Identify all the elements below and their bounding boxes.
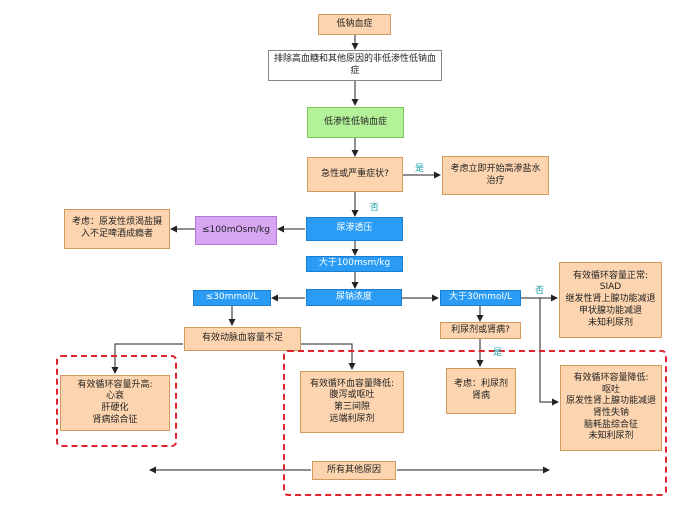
volume-high-item: 肝硬化 [101, 403, 129, 413]
node-urine-na: 尿钠浓度 [306, 289, 402, 306]
volume-low-b-item: 脑耗盐综合征 [583, 419, 638, 430]
volume-low-a-item: 远端利尿剂 [329, 413, 375, 424]
node-consider-diuretic: 考虑：利尿剂肾病 [446, 368, 516, 414]
node-le30-label: ≤30mmol/L [205, 292, 259, 303]
node-exclude-label: 排除高血糖和其他原因的非低渗性低钠血症 [273, 53, 436, 76]
dashed-group-high [56, 355, 177, 447]
volume-low-a-item: 腹泻或呕吐 [329, 390, 375, 401]
node-all-others-label: 所有其他原因 [326, 464, 381, 475]
node-urine-na-label: 尿钠浓度 [335, 291, 372, 302]
node-ineffective-volume-label: 有效动脉血容量不足 [201, 333, 283, 344]
volume-low-a-title: 有效循环血容量降低: [309, 378, 395, 389]
volume-low-b-item: 肾性失钠 [592, 408, 629, 418]
node-hypertonic-therapy: 考虑立即开始高渗盐水治疗 [442, 156, 549, 195]
volume-normal-item: SIAD [599, 282, 622, 293]
node-urine-osm: 尿渗透压 [306, 217, 403, 241]
node-volume-low-a: 有效循环血容量降低: 腹泻或呕吐 第三间隙 远端利尿剂 [300, 371, 404, 433]
node-primary-polydipsia-label: 考虑：原发性烦渴盐摄入不足啤酒成瘾者 [71, 217, 162, 239]
edge-label-no: 否 [535, 286, 545, 296]
node-all-others: 所有其他原因 [312, 461, 396, 480]
volume-normal-item: 继发性肾上腺功能减退 [565, 294, 656, 305]
edge-label-yes: 是 [493, 348, 503, 358]
node-primary-polydipsia: 考虑：原发性烦渴盐摄入不足啤酒成瘾者 [64, 209, 170, 249]
node-ineffective-volume: 有效动脉血容量不足 [184, 327, 301, 351]
node-gt100: 大于100msm/kg [306, 256, 403, 272]
node-diuretic-question-label: 利尿剂或肾病? [451, 324, 510, 335]
node-consider-diuretic-label: 考虑：利尿剂肾病 [453, 379, 508, 401]
volume-low-b-item: 未知利尿剂 [588, 431, 634, 442]
node-gt30-label: 大于30mmol/L [448, 292, 513, 303]
node-acute-question: 急性或严重症状? [307, 157, 403, 192]
node-exclude: 排除高血糖和其他原因的非低渗性低钠血症 [268, 50, 442, 81]
volume-high-title: 有效循环容量升高: [77, 379, 153, 390]
node-hyponatremia: 低钠血症 [318, 14, 391, 35]
node-gt100-label: 大于100msm/kg [318, 258, 391, 269]
node-le100-label: ≤100mOsm/kg [202, 224, 270, 235]
node-gt30: 大于30mmol/L [440, 290, 521, 306]
volume-normal-title: 有效循环容量正常: [572, 270, 649, 281]
node-urine-osm-label: 尿渗透压 [336, 223, 373, 234]
node-volume-normal: 有效循环容量正常: SIAD 继发性肾上腺功能减退 甲状腺功能减退 未知利尿剂 [559, 262, 662, 338]
node-diuretic-question: 利尿剂或肾病? [440, 322, 521, 339]
volume-normal-item: 未知利尿剂 [587, 317, 633, 328]
node-hyponatremia-label: 低钠血症 [336, 18, 373, 29]
node-le30: ≤30mmol/L [193, 290, 271, 306]
edge-label-no: 否 [370, 203, 380, 213]
node-volume-high: 有效循环容量升高: 心衰 肝硬化 肾病综合征 [60, 375, 170, 431]
edge-label-yes: 是 [415, 164, 425, 174]
volume-low-b-item: 原发性肾上腺功能减退 [565, 396, 656, 407]
volume-low-a-item: 第三间隙 [333, 402, 370, 412]
volume-high-item: 心衰 [105, 391, 124, 402]
node-hypotonic-label: 低渗性低钠血症 [323, 116, 387, 127]
volume-low-b-title: 有效循环容量降低: [573, 372, 649, 383]
volume-low-b-item: 呕吐 [601, 384, 620, 395]
volume-normal-item: 甲状腺功能减退 [578, 305, 642, 316]
node-acute-label: 急性或严重症状? [321, 168, 389, 179]
node-hypotonic: 低渗性低钠血症 [307, 107, 404, 138]
node-hypertonic-label: 考虑立即开始高渗盐水治疗 [450, 163, 541, 186]
node-volume-low-b: 有效循环容量降低: 呕吐 原发性肾上腺功能减退 肾性失钠 脑耗盐综合征 未知利尿… [560, 365, 662, 451]
node-le100: ≤100mOsm/kg [195, 216, 277, 245]
dashed-group-low [283, 350, 667, 496]
volume-high-item: 肾病综合征 [92, 414, 138, 425]
